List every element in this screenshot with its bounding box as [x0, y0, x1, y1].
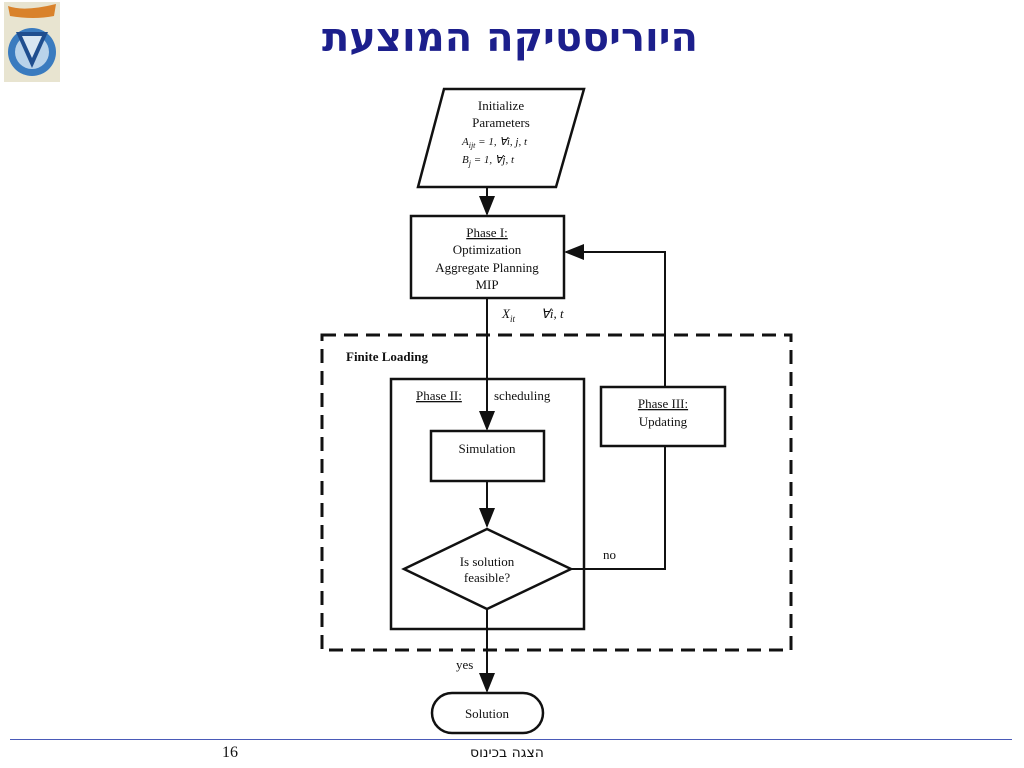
phase2-heading: Phase II: — [416, 388, 462, 403]
page-number: 16 — [222, 744, 238, 761]
decision-line2: feasible? — [464, 570, 510, 585]
phase1-heading: Phase I: — [466, 225, 508, 240]
phase1-line1: Optimization — [453, 242, 522, 257]
simulation-box: Simulation — [429, 429, 546, 483]
technion-logo — [4, 2, 60, 82]
no-label: no — [603, 547, 616, 562]
footer-text: הצגה בכינוס — [470, 745, 544, 761]
phase3-line1: Updating — [639, 414, 688, 429]
init-line1: Initialize — [478, 98, 524, 113]
slide-title: היוריסטיקה המוצעת — [321, 15, 699, 61]
phase1-line2: Aggregate Planning — [435, 260, 539, 275]
arrow-phase3-to-phase1 — [564, 244, 666, 387]
phase2-sub: scheduling — [494, 388, 551, 403]
decision-line1: Is solution — [460, 554, 515, 569]
x-forall-label: ∀i, t — [541, 306, 564, 321]
init-line2: Parameters — [472, 115, 530, 130]
connector-no-to-phase3 — [571, 446, 666, 570]
init-eq2: Bj = 1, ∀j, t — [462, 154, 515, 168]
finite-loading-label: Finite Loading — [346, 349, 428, 364]
solution-terminator: Solution — [430, 691, 545, 735]
phase1-line3: MIP — [475, 277, 498, 292]
flowchart: Initialize Parameters Aijt = 1, ∀i, j, t… — [320, 87, 793, 735]
init-parameters-box: Initialize Parameters Aijt = 1, ∀i, j, t… — [416, 87, 586, 189]
solution-label: Solution — [465, 706, 510, 721]
phase3-heading: Phase III: — [638, 396, 688, 411]
simulation-label: Simulation — [458, 441, 516, 456]
finite-loading-region — [320, 333, 793, 652]
footer-divider — [10, 739, 1012, 740]
init-eq1: Aijt = 1, ∀i, j, t — [461, 136, 528, 150]
phase3-box: Phase III: Updating — [599, 385, 727, 448]
yes-label: yes — [456, 657, 473, 672]
x-it-label: Xit — [501, 306, 515, 324]
feasible-decision: Is solution feasible? — [401, 527, 574, 611]
phase1-box: Phase I: Optimization Aggregate Planning… — [409, 214, 566, 300]
